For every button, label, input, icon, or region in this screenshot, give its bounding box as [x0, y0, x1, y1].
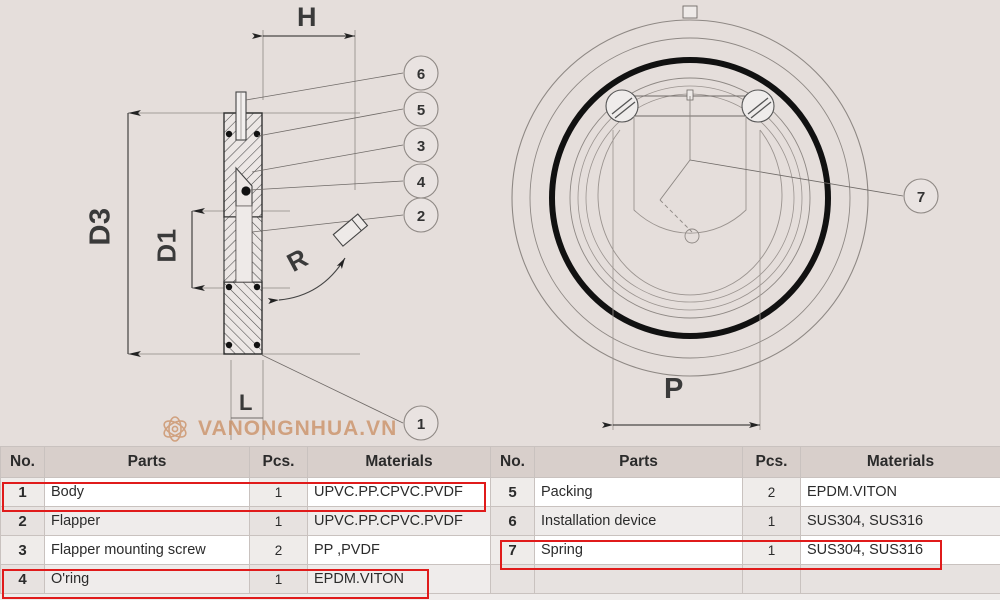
- radius-R-indicator: [267, 213, 369, 305]
- dimension-label-L: L: [239, 390, 253, 415]
- dimension-P: [602, 130, 761, 430]
- callout-balloon-4: 4: [403, 163, 439, 199]
- callout-balloons: 6 5 3 4 2: [403, 55, 939, 441]
- parts-table-container: No. Parts Pcs. Materials No. Parts Pcs. …: [0, 446, 1000, 600]
- table-header-row: No. Parts Pcs. Materials No. Parts Pcs. …: [0, 446, 1000, 478]
- callout-balloon-1: 1: [403, 405, 439, 441]
- row4-part-right: [534, 564, 743, 594]
- row3-material-right: SUS304, SUS316: [800, 535, 1000, 565]
- header-parts-left: Parts: [44, 446, 250, 478]
- row3-part-right: Spring: [534, 535, 743, 565]
- mounting-screws: [605, 89, 775, 123]
- callout-balloon-3-label: 3: [417, 138, 425, 155]
- row3-part-left: Flapper mounting screw: [44, 535, 250, 565]
- row4-no-right: [490, 564, 535, 594]
- spring-element: [659, 96, 700, 244]
- callout-balloon-7: 7: [903, 178, 939, 214]
- valve-body-section: [223, 112, 263, 355]
- row1-part-right: Packing: [534, 477, 743, 507]
- row3-pcs-left: 2: [249, 535, 308, 565]
- callout-balloon-6-label: 6: [417, 66, 425, 83]
- header-parts-right: Parts: [534, 446, 743, 478]
- callout-balloon-5: 5: [403, 91, 439, 127]
- row2-no-right: 6: [490, 506, 535, 536]
- drawing-area: 6 5 3 4 2: [84, 2, 939, 442]
- row1-no-right: 5: [490, 477, 535, 507]
- row3-material-left: PP ,PVDF: [307, 535, 491, 565]
- callout-balloon-4-label: 4: [417, 174, 426, 191]
- technical-drawing-svg: 6 5 3 4 2: [127, 5, 939, 441]
- header-pcs-right: Pcs.: [742, 446, 801, 478]
- callout-balloon-5-label: 5: [417, 102, 425, 119]
- row2-part-right: Installation device: [534, 506, 743, 536]
- dimension-label-D1: D1: [151, 228, 182, 263]
- flapper-disc: [597, 116, 783, 296]
- row4-part-left: O'ring: [44, 564, 250, 594]
- callout-balloon-2: 2: [403, 197, 439, 233]
- dimension-label-P: P: [664, 373, 684, 405]
- row4-no-left: 4: [0, 564, 45, 594]
- callout-balloon-6: 6: [403, 55, 439, 91]
- packing-orings: [225, 130, 261, 349]
- row2-pcs-right: 1: [742, 506, 801, 536]
- row4-pcs-right: [742, 564, 801, 594]
- row2-pcs-left: 1: [249, 506, 308, 536]
- callout-leader-lines: [245, 72, 404, 424]
- callout-balloon-7-label: 7: [917, 189, 925, 206]
- header-no-right: No.: [490, 446, 535, 478]
- parts-table: No. Parts Pcs. Materials No. Parts Pcs. …: [0, 446, 1000, 594]
- row2-material-left: UPVC.PP.CPVC.PVDF: [307, 506, 491, 536]
- header-pcs-left: Pcs.: [249, 446, 308, 478]
- row1-material-left: UPVC.PP.CPVC.PVDF: [307, 477, 491, 507]
- row2-no-left: 2: [0, 506, 45, 536]
- row4-material-left: EPDM.VITON: [307, 564, 491, 594]
- row2-material-right: SUS304, SUS316: [800, 506, 1000, 536]
- dimension-label-D3: D3: [84, 207, 117, 246]
- table-row: 3 Flapper mounting screw 2 PP ,PVDF 7 Sp…: [0, 535, 1000, 565]
- table-row: 2 Flapper 1 UPVC.PP.CPVC.PVDF 6 Installa…: [0, 506, 1000, 536]
- row3-no-left: 3: [0, 535, 45, 565]
- callout-balloon-2-label: 2: [417, 208, 425, 225]
- row3-no-right: 7: [490, 535, 535, 565]
- row1-pcs-left: 1: [249, 477, 308, 507]
- table-row: 4 O'ring 1 EPDM.VITON: [0, 564, 1000, 594]
- row4-material-right: [800, 564, 1000, 594]
- oring-detail: [241, 186, 251, 196]
- callout-balloon-1-label: 1: [417, 416, 425, 433]
- row4-pcs-left: 1: [249, 564, 308, 594]
- row1-part-left: Body: [44, 477, 250, 507]
- header-materials-right: Materials: [800, 446, 1000, 478]
- row1-no-left: 1: [0, 477, 45, 507]
- front-view-group: [511, 5, 904, 430]
- dimension-label-H: H: [297, 2, 317, 32]
- header-materials-left: Materials: [307, 446, 491, 478]
- section-view-group: [127, 30, 404, 440]
- installation-device-stem: [235, 91, 247, 141]
- header-no-left: No.: [0, 446, 45, 478]
- row1-pcs-right: 2: [742, 477, 801, 507]
- table-row: 1 Body 1 UPVC.PP.CPVC.PVDF 5 Packing 2 E…: [0, 477, 1000, 507]
- row1-material-right: EPDM.VITON: [800, 477, 1000, 507]
- callout-balloon-3: 3: [403, 127, 439, 163]
- row2-part-left: Flapper: [44, 506, 250, 536]
- row3-pcs-right: 1: [742, 535, 801, 565]
